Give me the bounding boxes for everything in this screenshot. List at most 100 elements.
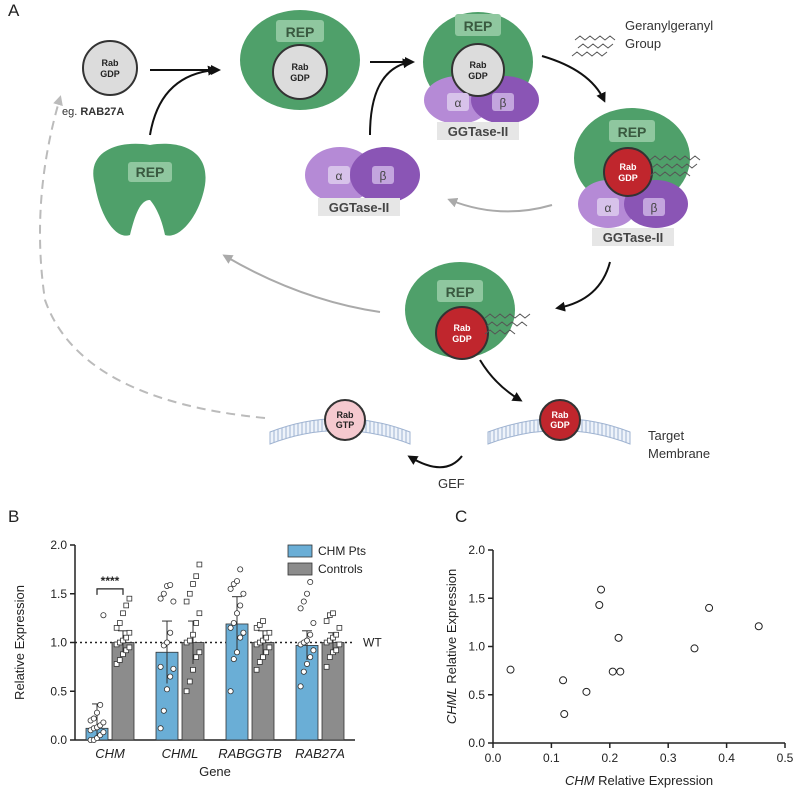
gef-label: GEF (438, 476, 465, 491)
beta-subunit: β (380, 169, 387, 183)
x-tick-label: 0.3 (660, 751, 677, 765)
data-point (157, 725, 164, 732)
data-point (263, 649, 269, 656)
bar (321, 642, 345, 741)
significance-bracket (96, 588, 124, 595)
alpha-subunit: α (336, 169, 343, 183)
rab-label: Rab (336, 410, 354, 420)
data-point (237, 566, 244, 573)
y-tick-label: 1.0 (50, 636, 67, 650)
data-point (237, 602, 244, 609)
wt-label: WT (363, 636, 382, 650)
data-point (193, 573, 200, 579)
data-point (227, 585, 234, 592)
x-tick-label: 0.0 (485, 751, 502, 765)
data-point (300, 668, 307, 675)
gdp-label: GDP (290, 73, 310, 83)
data-point (163, 686, 170, 693)
bar (111, 642, 135, 741)
data-point (163, 639, 170, 646)
data-point (186, 678, 193, 685)
data-point (333, 631, 339, 638)
data-point (307, 631, 314, 638)
data-point (160, 707, 167, 714)
data-point (227, 624, 234, 631)
scatter-point (690, 644, 699, 653)
data-point (263, 634, 269, 641)
data-point (167, 673, 174, 680)
x-axis-label: Gene (199, 764, 231, 779)
panel-c-letter: C (455, 507, 467, 526)
data-point (300, 598, 307, 605)
data-point (123, 647, 130, 654)
rep-label: REP (464, 18, 493, 34)
y-tick-label: 0.5 (468, 688, 485, 702)
data-point (170, 665, 177, 672)
data-point (260, 618, 266, 624)
data-point (237, 634, 244, 641)
data-point (183, 688, 190, 695)
data-point (196, 610, 203, 617)
ggtase-label: GGTase-II (329, 200, 389, 215)
y-tick-label: 2.0 (50, 538, 67, 552)
data-point (333, 647, 339, 654)
legend-label: CHM Pts (318, 544, 366, 558)
rep-prenylated-rab: REP Rab GDP (405, 262, 531, 360)
alpha-subunit: α (455, 96, 462, 110)
rep-label: REP (136, 164, 165, 180)
data-point (323, 618, 330, 624)
scatter-point (614, 633, 623, 642)
data-point (117, 620, 123, 626)
beta-subunit: β (500, 96, 507, 110)
data-point (233, 610, 240, 617)
x-axis-label-rest: Relative Expression (595, 773, 714, 788)
data-point (100, 719, 107, 726)
data-point (266, 644, 273, 651)
x-axis-label: CHM Relative Expression (565, 773, 713, 788)
data-point (336, 641, 343, 648)
data-point (266, 629, 273, 636)
data-point (330, 634, 336, 641)
y-axis-label-gene: CHML (444, 687, 459, 724)
scatter-point (595, 601, 604, 610)
scatter-point (597, 585, 606, 594)
rep-label: REP (446, 284, 475, 300)
data-point (233, 649, 240, 656)
y-axis-label: CHML Relative Expression (444, 569, 459, 724)
data-point (230, 620, 237, 627)
data-point (186, 590, 193, 597)
rab-label: Rab (469, 60, 487, 70)
data-point (183, 598, 190, 605)
data-point (100, 729, 107, 736)
y-tick-label: 0.0 (468, 736, 485, 750)
rab-label: Rab (551, 410, 569, 420)
legend-swatch (287, 562, 313, 576)
gdp-label: GDP (618, 173, 638, 183)
data-point (120, 637, 126, 644)
membrane-label-line1: Target (648, 428, 685, 443)
rab-label: Rab (619, 162, 637, 172)
data-point (253, 667, 260, 673)
y-tick-label: 1.5 (468, 591, 485, 605)
data-point (157, 595, 164, 602)
data-point (120, 610, 126, 617)
data-point (227, 688, 234, 695)
rep-label: REP (618, 124, 647, 140)
significance-stars: **** (101, 574, 120, 588)
x-tick-label: 0.2 (601, 751, 618, 765)
data-point (303, 637, 310, 644)
rep-rab-complex: REP Rab GDP (240, 10, 360, 110)
scatter-point (754, 622, 763, 631)
pathway-arrows (39, 55, 611, 469)
data-point (167, 629, 174, 636)
gtp-label: GTP (336, 420, 355, 430)
membrane-left (269, 418, 411, 445)
panel-a: A Rab GDP eg. RAB27A REP REP Rab GDP (8, 1, 713, 491)
scatter-point (559, 676, 568, 685)
data-point (196, 561, 203, 568)
rab-label: Rab (101, 58, 119, 68)
legend-label: Controls (318, 562, 363, 576)
